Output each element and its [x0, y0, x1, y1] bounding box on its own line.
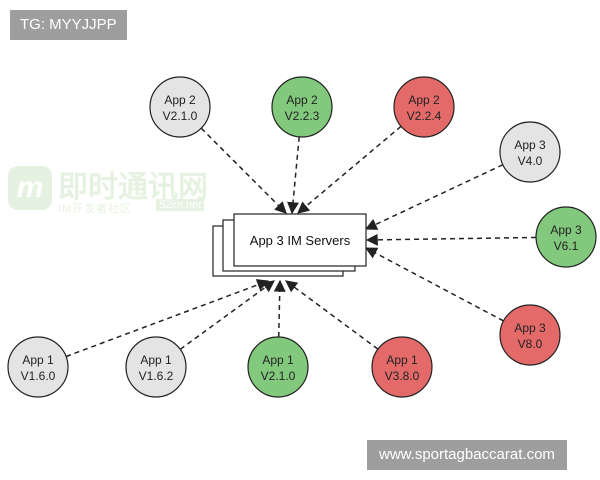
client-app-label: App 1	[140, 353, 172, 367]
client-node-a3v61: App 3 V6.1	[535, 206, 597, 268]
watermark-logo-icon: m	[8, 166, 52, 210]
edge-a3v61	[365, 233, 537, 246]
client-app-label: App 1	[386, 353, 418, 367]
client-node-a2v210: App 2 V2.1.0	[149, 76, 211, 138]
edge-a3v80	[364, 247, 504, 322]
edge-a2v224	[297, 125, 402, 214]
client-circle	[125, 336, 187, 398]
server-label: App 3 IM Servers	[250, 233, 351, 248]
client-version-label: V1.6.2	[139, 369, 174, 383]
im-server-stack: App 3 IM Servers	[212, 213, 367, 277]
edge-a2v210	[200, 127, 287, 214]
server-card-front	[233, 213, 367, 267]
client-app-label: App 2	[164, 93, 196, 107]
website-url: www.sportagbaccarat.com	[367, 440, 567, 470]
client-app-label: App 2	[408, 93, 440, 107]
client-version-label: V2.1.0	[261, 369, 296, 383]
watermark-title: 即时通讯网	[58, 171, 208, 204]
client-circle	[499, 121, 561, 183]
client-circle	[371, 336, 433, 398]
client-circle	[499, 304, 561, 366]
client-circle	[7, 336, 69, 398]
edge-a1v162	[179, 280, 275, 350]
tg-tag: TG: MYYJJPP	[10, 10, 127, 40]
client-app-label: App 3	[550, 223, 582, 237]
client-version-label: V2.2.4	[407, 109, 442, 123]
client-version-label: V2.2.3	[285, 109, 320, 123]
client-node-a3v80: App 3 V8.0	[499, 304, 561, 366]
watermark-subtitle: IM开发者社区	[58, 203, 133, 215]
client-app-label: App 1	[22, 353, 54, 367]
client-circle	[247, 336, 309, 398]
client-app-label: App 3	[514, 138, 546, 152]
client-circle	[535, 206, 597, 268]
client-node-a3v40: App 3 V4.0	[499, 121, 561, 183]
edge-a1v380	[285, 280, 379, 350]
client-node-a1v160: App 1 V1.6.0	[7, 336, 69, 398]
client-version-label: V4.0	[518, 154, 543, 168]
client-node-a2v223: App 2 V2.2.3	[271, 76, 333, 138]
client-circle	[271, 76, 333, 138]
client-node-a1v162: App 1 V1.6.2	[125, 336, 187, 398]
client-version-label: V6.1	[554, 239, 579, 253]
edge-a2v223	[287, 136, 300, 215]
client-circle	[149, 76, 211, 138]
watermark-subtitle-tag: 52im.net	[156, 199, 205, 211]
client-node-a1v210: App 1 V2.1.0	[247, 336, 309, 398]
client-node-a2v224: App 2 V2.2.4	[393, 76, 455, 138]
connection-edges	[65, 125, 537, 358]
watermark: m 即时通讯网 IM开发者社区 52im.net	[8, 162, 218, 220]
client-app-label: App 1	[262, 353, 294, 367]
client-version-label: V3.8.0	[385, 369, 420, 383]
client-app-label: App 3	[514, 321, 546, 335]
client-node-a1v380: App 1 V3.8.0	[371, 336, 433, 398]
client-version-label: V8.0	[518, 337, 543, 351]
client-version-label: V2.1.0	[163, 109, 198, 123]
client-app-label: App 2	[286, 93, 318, 107]
edge-a1v210	[273, 279, 286, 338]
client-version-label: V1.6.0	[21, 369, 56, 383]
edge-a3v40	[364, 164, 504, 230]
client-circle	[393, 76, 455, 138]
